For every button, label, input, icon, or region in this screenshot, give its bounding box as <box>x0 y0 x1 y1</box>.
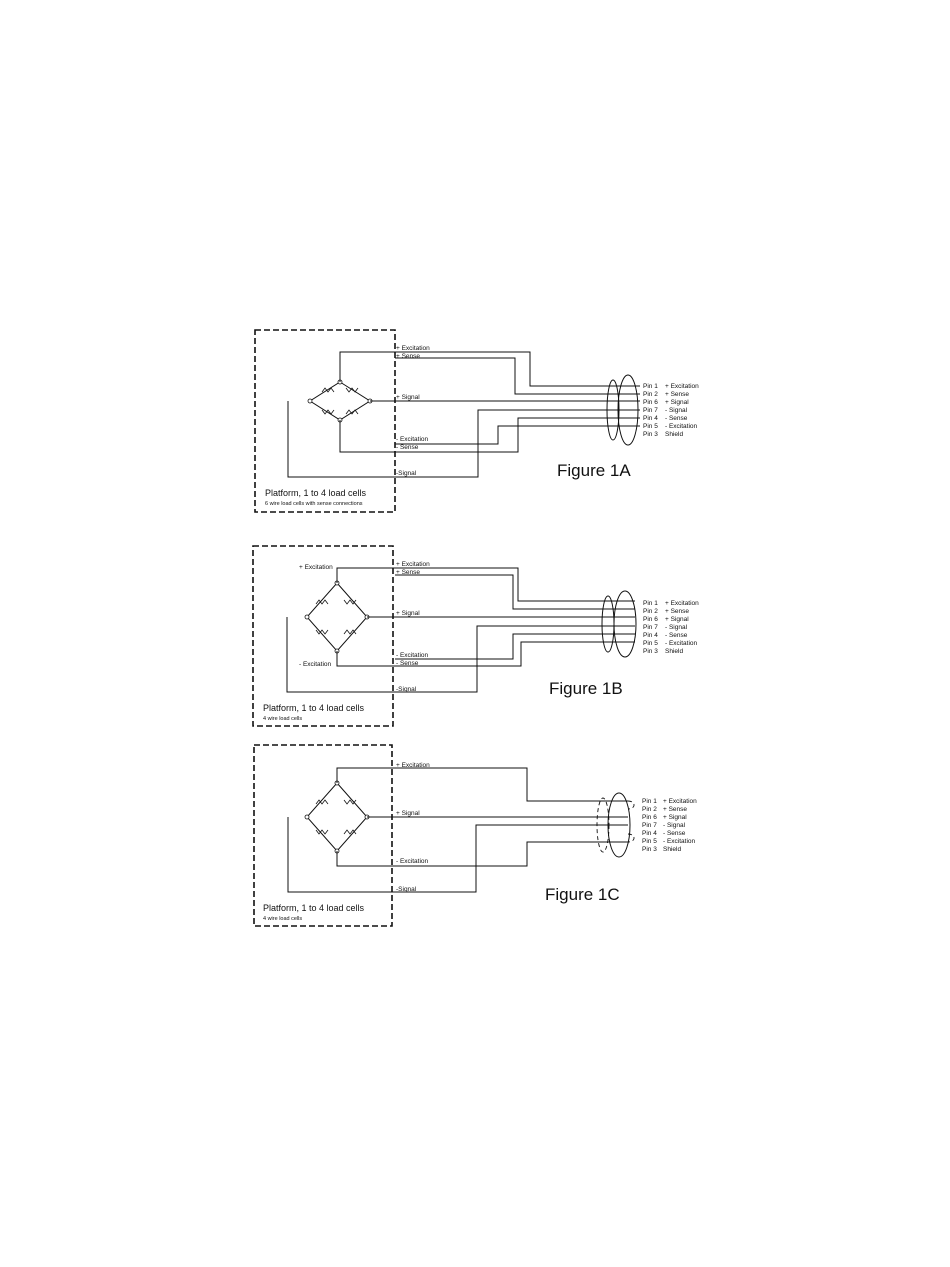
platform-subtitle: 6 wire load cells with sense connections <box>265 501 363 507</box>
pin-name: - Excitation <box>665 640 698 647</box>
pin-name: - Signal <box>663 822 686 829</box>
pin-name: Shield <box>665 431 683 438</box>
pin-number: Pin 6 <box>643 399 658 406</box>
wires-1c <box>287 767 635 893</box>
wire-label: - Excitation <box>396 858 429 865</box>
pin-name: - Excitation <box>665 423 698 430</box>
pin-name: - Signal <box>665 407 688 414</box>
wires-1b <box>286 567 637 693</box>
platform-title: Platform, 1 to 4 load cells <box>263 703 365 713</box>
pin-name: - Excitation <box>663 838 696 845</box>
pin-name: + Sense <box>665 608 689 615</box>
wire-label: + Sense <box>396 353 420 360</box>
pin-number: Pin 4 <box>643 632 658 639</box>
pin-number: Pin 7 <box>642 822 657 829</box>
figure-1b: + Excitation - Excitation + Excitation +… <box>252 545 699 727</box>
wire-label: + Excitation <box>396 561 430 568</box>
pin-name: + Sense <box>663 806 687 813</box>
pin-name: - Sense <box>665 415 688 422</box>
platform-title: Platform, 1 to 4 load cells <box>265 488 367 498</box>
figure-1c: + Excitation + Signal - Excitation -Sign… <box>253 744 697 927</box>
pin-name: + Signal <box>665 616 689 623</box>
wire-label: -Signal <box>396 470 417 477</box>
platform-subtitle: 4 wire load cells <box>263 916 302 922</box>
wire-label: - Excitation <box>396 652 429 659</box>
pin-table-1c: Pin 1 + Excitation Pin 2 + Sense Pin 6 +… <box>642 798 697 853</box>
pin-name: Shield <box>665 648 683 655</box>
wire-label: -Signal <box>396 686 417 693</box>
pin-number: Pin 3 <box>643 431 658 438</box>
platform-box-1a <box>254 329 396 513</box>
pin-number: Pin 3 <box>642 846 657 853</box>
bridge-label: - Excitation <box>299 661 332 668</box>
figure-1a: + Excitation + Sense + Signal - Excitati… <box>254 329 699 513</box>
pin-number: Pin 5 <box>643 640 658 647</box>
wire-label: - Sense <box>396 660 419 667</box>
wire-label: - Excitation <box>396 436 429 443</box>
pin-number: Pin 7 <box>643 624 658 631</box>
wire-label: + Signal <box>396 810 420 817</box>
pin-number: Pin 1 <box>642 798 657 805</box>
pin-number: Pin 4 <box>642 830 657 837</box>
pin-number: Pin 5 <box>643 423 658 430</box>
pin-number: Pin 2 <box>642 806 657 813</box>
bridge-1a <box>307 379 373 423</box>
bridge-label: + Excitation <box>299 564 333 571</box>
platform-box-1b <box>252 545 394 727</box>
pin-name: + Sense <box>665 391 689 398</box>
figure-caption: Figure 1C <box>545 885 620 904</box>
wire-label: + Excitation <box>396 345 430 352</box>
wire-label: + Signal <box>396 394 420 401</box>
pin-number: Pin 2 <box>643 608 658 615</box>
figure-caption: Figure 1A <box>557 461 631 480</box>
wire-label: + Signal <box>396 610 420 617</box>
pin-name: + Excitation <box>663 798 697 805</box>
pin-name: Shield <box>663 846 681 853</box>
pin-table-1b: Pin 1 + Excitation Pin 2 + Sense Pin 6 +… <box>643 600 699 655</box>
pin-name: + Signal <box>665 399 689 406</box>
pin-number: Pin 2 <box>643 391 658 398</box>
pin-number: Pin 7 <box>643 407 658 414</box>
pin-name: + Excitation <box>665 383 699 390</box>
platform-title: Platform, 1 to 4 load cells <box>263 903 365 913</box>
figure-caption: Figure 1B <box>549 679 623 698</box>
wires-1a <box>287 351 640 478</box>
pin-number: Pin 1 <box>643 600 658 607</box>
pin-number: Pin 5 <box>642 838 657 845</box>
pin-number: Pin 1 <box>643 383 658 390</box>
pin-number: Pin 6 <box>643 616 658 623</box>
wire-label: + Sense <box>396 569 420 576</box>
pin-name: - Sense <box>663 830 686 837</box>
pin-name: - Sense <box>665 632 688 639</box>
wire-label: -Signal <box>396 886 417 893</box>
pin-table-1a: Pin 1 + Excitation Pin 2 + Sense Pin 6 +… <box>643 383 699 438</box>
pin-number: Pin 3 <box>643 648 658 655</box>
platform-subtitle: 4 wire load cells <box>263 716 302 722</box>
pin-name: + Excitation <box>665 600 699 607</box>
pin-number: Pin 4 <box>643 415 658 422</box>
pin-number: Pin 6 <box>642 814 657 821</box>
pin-name: - Signal <box>665 624 688 631</box>
wire-label: + Excitation <box>396 762 430 769</box>
bridge-1b <box>304 580 370 654</box>
wire-label: - Sense <box>396 444 419 451</box>
pin-name: + Signal <box>663 814 687 821</box>
platform-box-1c <box>253 744 393 927</box>
bridge-1c <box>304 780 370 854</box>
